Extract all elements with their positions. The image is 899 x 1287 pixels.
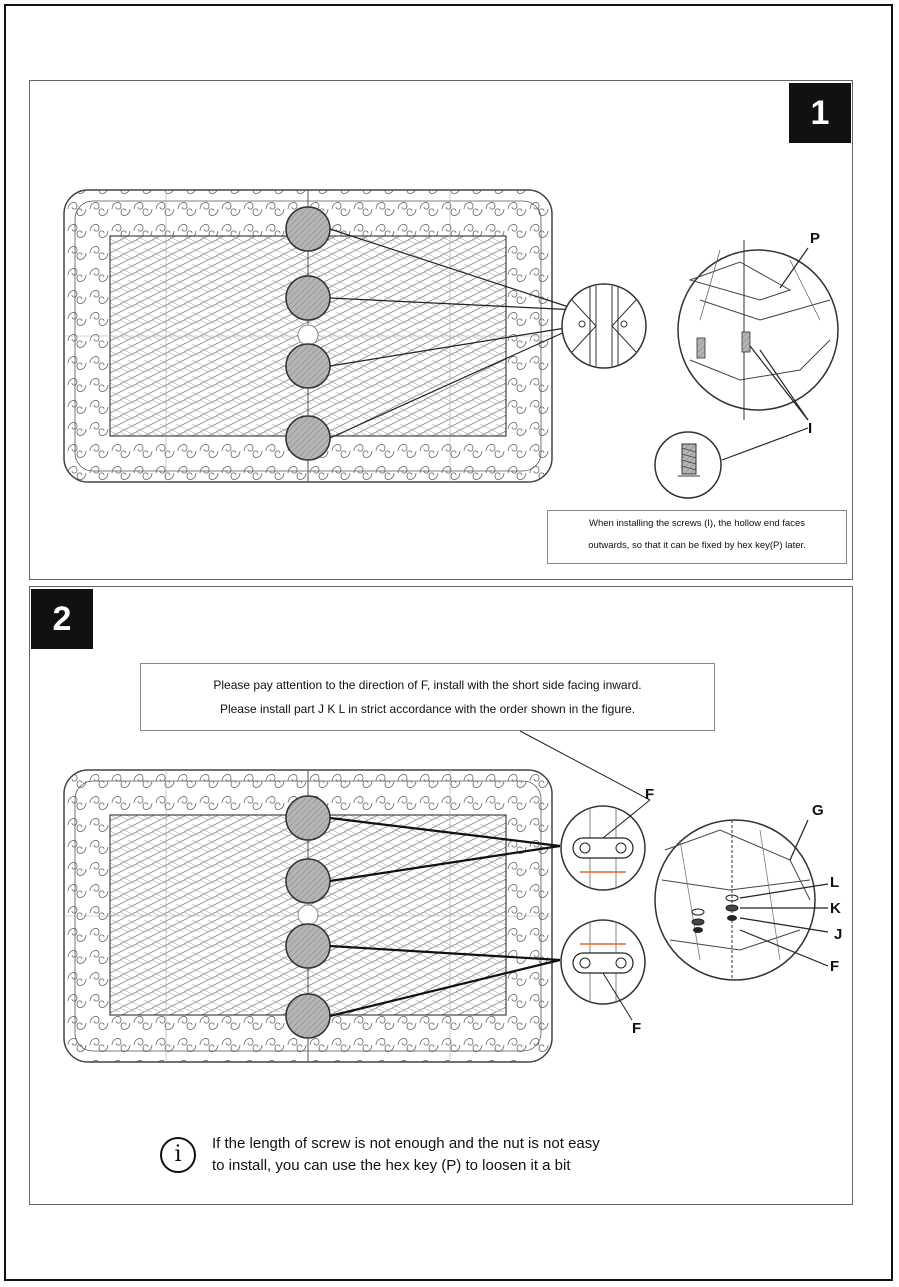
page-frame — [4, 4, 893, 1281]
step-2-note: Please pay attention to the direction of… — [140, 663, 715, 731]
step-2-badge: 2 — [31, 589, 93, 649]
step-1-note-line: When installing the screws (I), the holl… — [589, 518, 805, 529]
callout-f-right: F — [830, 958, 840, 975]
info-text: If the length of screw is not enough and… — [212, 1133, 600, 1177]
callout-f-bottom: F — [632, 1020, 642, 1037]
joint-circle — [285, 206, 331, 252]
info-text-line: If the length of screw is not enough and… — [212, 1135, 600, 1152]
callout-i: I — [808, 420, 813, 437]
joint-circle — [285, 275, 331, 321]
detail-circle-f-top — [519, 730, 651, 891]
callout-f-top: F — [645, 786, 655, 803]
callout-k: K — [830, 900, 841, 917]
info-tip: i If the length of screw is not enough a… — [160, 1133, 720, 1183]
detail-circle-screws — [677, 240, 839, 421]
info-icon: i — [160, 1137, 196, 1173]
callout-l: L — [830, 874, 840, 891]
info-text-line: to install, you can use the hex key (P) … — [212, 1157, 571, 1174]
step-1-note: When installing the screws (I), the holl… — [547, 510, 847, 564]
screw-i — [741, 331, 751, 353]
joint-circle — [285, 923, 331, 969]
callout-g: G — [812, 802, 824, 819]
callout-p: P — [810, 230, 821, 247]
joint-circle — [285, 343, 331, 389]
joint-circle — [285, 415, 331, 461]
detail-circle-hardware — [654, 819, 829, 981]
screw-i — [696, 337, 706, 359]
step-2-note-line: Please pay attention to the direction of… — [213, 678, 642, 692]
callout-j: J — [834, 926, 843, 943]
table-top-2 — [63, 769, 561, 1063]
detail-circle-f-bottom — [560, 919, 646, 1021]
step-2-note-line: Please install part J K L in strict acco… — [219, 702, 636, 716]
table-top-1 — [63, 189, 579, 483]
joint-circle — [285, 795, 331, 841]
screw-part-detail — [654, 427, 809, 499]
step-1-note-line: outwards, so that it can be fixed by hex… — [588, 540, 806, 551]
joint-circle — [285, 993, 331, 1039]
step-1-badge: 1 — [789, 83, 851, 143]
joint-circle — [285, 858, 331, 904]
detail-circle-bracket — [561, 283, 647, 369]
